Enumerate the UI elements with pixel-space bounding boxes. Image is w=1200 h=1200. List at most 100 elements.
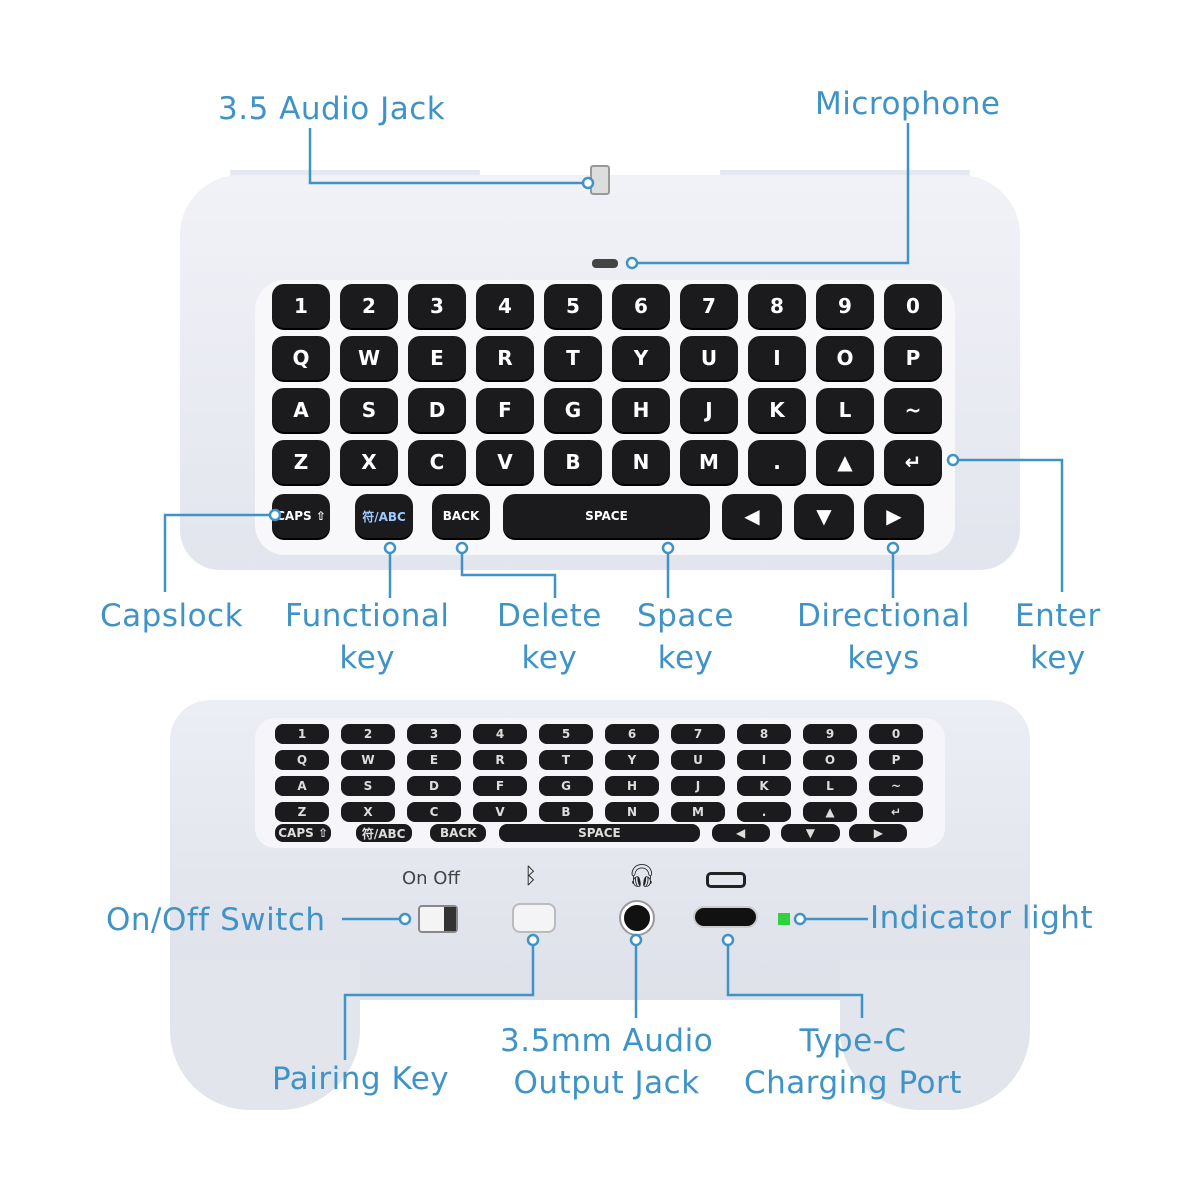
key-back[interactable]: BACK (432, 494, 490, 538)
back-key-2-5[interactable]: H (605, 776, 659, 796)
back-key-0-4[interactable]: 5 (539, 724, 593, 744)
key-1-1[interactable]: W (340, 336, 398, 380)
back-key-1-9[interactable]: P (869, 750, 923, 770)
key-1-5[interactable]: Y (612, 336, 670, 380)
back-key-3-9[interactable]: ↵ (869, 802, 923, 822)
key-1-4[interactable]: T (544, 336, 602, 380)
key-left[interactable]: ◀ (722, 494, 782, 538)
back-key-2-7[interactable]: K (737, 776, 791, 796)
key-1-9[interactable]: P (884, 336, 942, 380)
back-key-2-8[interactable]: L (803, 776, 857, 796)
key-0-2[interactable]: 3 (408, 284, 466, 328)
key-2-1[interactable]: S (340, 388, 398, 432)
back-key-2-6[interactable]: J (671, 776, 725, 796)
key-0-7[interactable]: 8 (748, 284, 806, 328)
key-1-0[interactable]: Q (272, 336, 330, 380)
key-3-9[interactable]: ↵ (884, 440, 942, 484)
back-key-2-1[interactable]: S (341, 776, 395, 796)
back-key-3-7[interactable]: . (737, 802, 791, 822)
back-key-back[interactable]: BACK (430, 824, 487, 842)
back-key-caps[interactable]: CAPS ⇧ (275, 824, 332, 842)
back-key-3-0[interactable]: Z (275, 802, 329, 822)
key-func[interactable]: 符/ABC (355, 494, 413, 538)
back-key-1-4[interactable]: T (539, 750, 593, 770)
key-3-0[interactable]: Z (272, 440, 330, 484)
back-key-0-9[interactable]: 0 (869, 724, 923, 744)
back-key-space[interactable]: SPACE (499, 824, 700, 842)
key-3-6[interactable]: M (680, 440, 738, 484)
key-1-7[interactable]: I (748, 336, 806, 380)
back-key-2-3[interactable]: F (473, 776, 527, 796)
back-key-0-3[interactable]: 4 (473, 724, 527, 744)
key-3-4[interactable]: B (544, 440, 602, 484)
back-key-func[interactable]: 符/ABC (355, 824, 412, 842)
back-key-1-3[interactable]: R (473, 750, 527, 770)
back-key-2-9[interactable]: ~ (869, 776, 923, 796)
key-2-4[interactable]: G (544, 388, 602, 432)
back-key-1-7[interactable]: I (737, 750, 791, 770)
back-key-left[interactable]: ◀ (711, 824, 770, 842)
back-key-1-8[interactable]: O (803, 750, 857, 770)
back-key-right[interactable]: ▶ (849, 824, 908, 842)
key-caps[interactable]: CAPS ⇧ (272, 494, 330, 538)
key-down[interactable]: ▼ (794, 494, 854, 538)
back-key-3-8[interactable]: ▲ (803, 802, 857, 822)
back-key-0-1[interactable]: 2 (341, 724, 395, 744)
key-3-5[interactable]: N (612, 440, 670, 484)
back-key-3-2[interactable]: C (407, 802, 461, 822)
key-2-0[interactable]: A (272, 388, 330, 432)
back-key-0-0[interactable]: 1 (275, 724, 329, 744)
key-3-3[interactable]: V (476, 440, 534, 484)
back-key-down[interactable]: ▼ (781, 824, 840, 842)
key-0-3[interactable]: 4 (476, 284, 534, 328)
key-2-8[interactable]: L (816, 388, 874, 432)
back-key-1-1[interactable]: W (341, 750, 395, 770)
back-key-0-2[interactable]: 3 (407, 724, 461, 744)
grip-right (840, 960, 1030, 1110)
back-key-3-1[interactable]: X (341, 802, 395, 822)
key-3-7[interactable]: . (748, 440, 806, 484)
key-3-1[interactable]: X (340, 440, 398, 484)
back-key-3-6[interactable]: M (671, 802, 725, 822)
key-space[interactable]: SPACE (503, 494, 710, 538)
key-3-2[interactable]: C (408, 440, 466, 484)
key-0-9[interactable]: 0 (884, 284, 942, 328)
back-key-0-5[interactable]: 6 (605, 724, 659, 744)
onoff-switch[interactable] (418, 905, 458, 933)
key-1-3[interactable]: R (476, 336, 534, 380)
back-key-1-5[interactable]: Y (605, 750, 659, 770)
key-2-2[interactable]: D (408, 388, 466, 432)
back-key-1-0[interactable]: Q (275, 750, 329, 770)
key-2-3[interactable]: F (476, 388, 534, 432)
key-1-2[interactable]: E (408, 336, 466, 380)
pairing-key[interactable] (512, 903, 556, 933)
key-0-6[interactable]: 7 (680, 284, 738, 328)
back-key-2-0[interactable]: A (275, 776, 329, 796)
key-2-7[interactable]: K (748, 388, 806, 432)
key-1-6[interactable]: U (680, 336, 738, 380)
back-key-0-8[interactable]: 9 (803, 724, 857, 744)
key-2-5[interactable]: H (612, 388, 670, 432)
key-2-6[interactable]: J (680, 388, 738, 432)
back-key-3-5[interactable]: N (605, 802, 659, 822)
back-key-0-7[interactable]: 8 (737, 724, 791, 744)
back-key-1-2[interactable]: E (407, 750, 461, 770)
key-right[interactable]: ▶ (864, 494, 924, 538)
label-line: Functional (285, 598, 450, 634)
back-key-2-2[interactable]: D (407, 776, 461, 796)
back-key-1-6[interactable]: U (671, 750, 725, 770)
key-0-8[interactable]: 9 (816, 284, 874, 328)
key-0-5[interactable]: 6 (612, 284, 670, 328)
key-0-1[interactable]: 2 (340, 284, 398, 328)
key-1-8[interactable]: O (816, 336, 874, 380)
label-line: Charging Port (744, 1065, 962, 1101)
key-3-8[interactable]: ▲ (816, 440, 874, 484)
back-key-3-4[interactable]: B (539, 802, 593, 822)
back-key-2-4[interactable]: G (539, 776, 593, 796)
key-0-4[interactable]: 5 (544, 284, 602, 328)
key-0-0[interactable]: 1 (272, 284, 330, 328)
back-key-3-3[interactable]: V (473, 802, 527, 822)
key-2-9[interactable]: ~ (884, 388, 942, 432)
back-key-0-6[interactable]: 7 (671, 724, 725, 744)
